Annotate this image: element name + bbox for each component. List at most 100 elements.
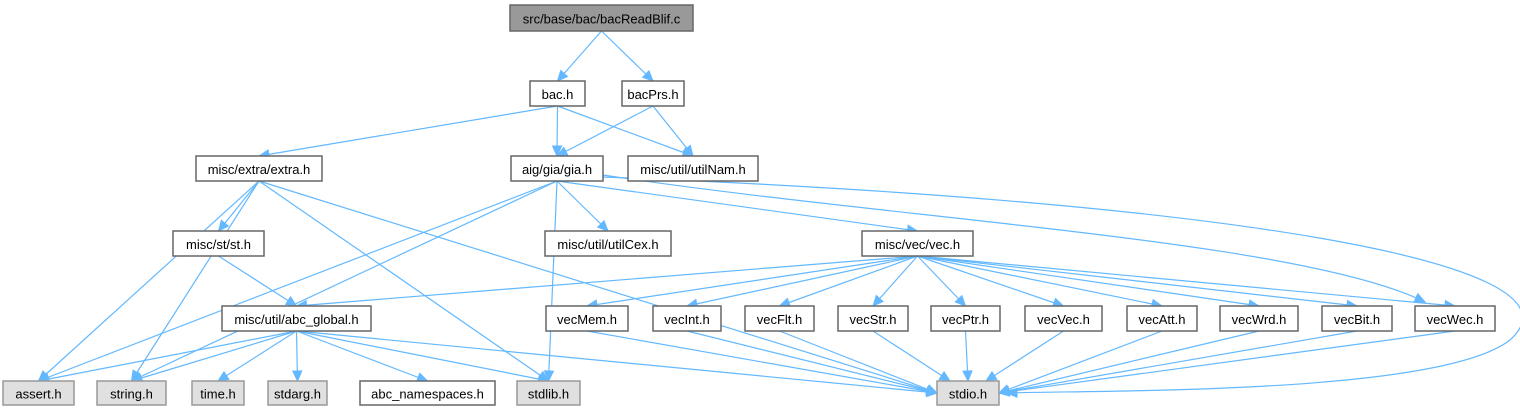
arrowhead-bacPrs-to-utilNam — [682, 144, 694, 157]
node-abc_namespaces[interactable]: abc_namespaces.h — [359, 380, 496, 406]
node-utilNam[interactable]: misc/util/utilNam.h — [627, 155, 759, 182]
arrowhead-vecFlt-to-stdio — [925, 384, 939, 395]
edge-vec-to-vecMem — [586, 255, 918, 307]
node-label-vecBit: vecBit.h — [1334, 312, 1380, 327]
node-vec[interactable]: misc/vec/vec.h — [861, 230, 974, 257]
node-box-utilCex[interactable] — [544, 230, 672, 257]
node-box-bac[interactable] — [529, 80, 586, 107]
node-box-vec[interactable] — [861, 230, 974, 257]
edge-vec-to-vecVec — [917, 255, 1064, 307]
node-vecWec[interactable]: vecWec.h — [1414, 305, 1496, 332]
edge-vec-to-vecPtr — [917, 255, 966, 307]
node-box-vecWec[interactable] — [1414, 305, 1496, 332]
node-box-abc_namespaces[interactable] — [359, 380, 496, 406]
edge-extra-to-stdio — [258, 180, 938, 394]
node-abc_global[interactable]: misc/util/abc_global.h — [221, 305, 372, 332]
node-box-utilNam[interactable] — [627, 155, 759, 182]
node-box-extra[interactable] — [195, 155, 323, 182]
arrowhead-gia-to-vecWec — [1413, 292, 1427, 303]
node-box-root[interactable] — [509, 4, 694, 32]
edge-abc_global-to-assert — [38, 330, 297, 382]
node-vecBit[interactable]: vecBit.h — [1321, 305, 1393, 332]
node-box-vecBit[interactable] — [1321, 305, 1393, 332]
node-label-extra: misc/extra/extra.h — [208, 162, 311, 177]
arrowhead-abc_global-to-stdarg — [292, 370, 303, 383]
node-label-vec: misc/vec/vec.h — [875, 237, 960, 252]
node-bac[interactable]: bac.h — [529, 80, 586, 107]
node-box-bacPrs[interactable] — [621, 80, 685, 107]
edge-vecBit-to-stdio — [998, 330, 1358, 394]
node-label-string: string.h — [110, 387, 153, 402]
edge-abc_global-to-abc_namespaces — [296, 330, 428, 382]
edge-gia-to-vec — [556, 180, 918, 232]
node-box-vecPtr[interactable] — [930, 305, 1001, 332]
node-string[interactable]: string.h — [96, 380, 167, 406]
node-gia[interactable]: aig/gia/gia.h — [510, 155, 604, 182]
node-st[interactable]: misc/st/st.h — [172, 230, 265, 257]
edge-bacPrs-to-gia — [556, 105, 654, 157]
node-label-stdio: stdio.h — [949, 387, 987, 402]
arrowhead-st-to-abc_global — [284, 295, 298, 307]
arrowhead-vecStr-to-stdio — [938, 370, 952, 382]
node-utilCex[interactable]: misc/util/utilCex.h — [544, 230, 672, 257]
node-box-assert[interactable] — [2, 380, 75, 406]
node-bacPrs[interactable]: bacPrs.h — [621, 80, 685, 107]
arrowhead-vec-to-vecPtr — [954, 294, 967, 307]
node-box-time[interactable] — [191, 380, 245, 406]
edge-bac-to-extra — [258, 105, 558, 157]
edge-vecFlt-to-stdio — [779, 330, 938, 394]
node-vecFlt[interactable]: vecFlt.h — [744, 305, 815, 332]
arrowhead-root-to-bacPrs — [641, 69, 654, 82]
node-root[interactable]: src/base/bac/bacReadBlif.c — [509, 4, 694, 32]
node-box-vecFlt[interactable] — [744, 305, 815, 332]
edge-vec-to-vecFlt — [779, 255, 918, 307]
node-stdio[interactable]: stdio.h — [936, 380, 1000, 406]
edge-vecWec-to-stdio — [998, 330, 1456, 394]
node-vecAtt[interactable]: vecAtt.h — [1126, 305, 1198, 332]
node-vecMem[interactable]: vecMem.h — [545, 305, 629, 332]
node-label-vecWrd: vecWrd.h — [1232, 312, 1287, 327]
node-label-vecMem: vecMem.h — [557, 312, 617, 327]
node-box-abc_global[interactable] — [221, 305, 372, 332]
edge-vecAtt-to-stdio — [998, 330, 1163, 394]
edge-vec-to-abc_global — [296, 255, 918, 307]
arrowhead-vecPtr-to-stdio — [962, 370, 973, 383]
node-box-string[interactable] — [96, 380, 167, 406]
node-box-vecMem[interactable] — [545, 305, 629, 332]
edge-vecInt-to-stdio — [686, 330, 938, 394]
edge-gia-to-stdio — [602, 176, 1520, 394]
node-vecPtr[interactable]: vecPtr.h — [930, 305, 1001, 332]
node-box-vecAtt[interactable] — [1126, 305, 1198, 332]
edge-gia-to-utilCex — [556, 180, 609, 232]
edge-vec-to-vecInt — [686, 255, 918, 307]
node-box-st[interactable] — [172, 230, 265, 257]
node-stdarg[interactable]: stdarg.h — [267, 380, 328, 406]
node-box-gia[interactable] — [510, 155, 604, 182]
node-box-vecWrd[interactable] — [1219, 305, 1299, 332]
edge-vecVec-to-stdio — [985, 330, 1064, 382]
edge-vec-to-vecWrd — [917, 255, 1260, 307]
node-assert[interactable]: assert.h — [2, 380, 75, 406]
node-box-stdio[interactable] — [936, 380, 1000, 406]
node-vecVec[interactable]: vecVec.h — [1024, 305, 1103, 332]
edge-vecMem-to-stdio — [586, 330, 938, 394]
node-box-vecVec[interactable] — [1024, 305, 1103, 332]
edge-bacPrs-to-utilNam — [652, 105, 694, 157]
edge-abc_global-to-stdlib — [296, 330, 549, 382]
node-vecInt[interactable]: vecInt.h — [652, 305, 722, 332]
edge-vecWrd-to-stdio — [998, 330, 1260, 394]
node-stdlib[interactable]: stdlib.h — [516, 380, 581, 406]
node-vecWrd[interactable]: vecWrd.h — [1219, 305, 1299, 332]
node-time[interactable]: time.h — [191, 380, 245, 406]
node-box-vecStr[interactable] — [837, 305, 909, 332]
node-label-bac: bac.h — [542, 87, 574, 102]
node-box-vecInt[interactable] — [652, 305, 722, 332]
node-label-stdarg: stdarg.h — [274, 387, 321, 402]
edge-vec-to-vecBit — [917, 255, 1358, 307]
node-extra[interactable]: misc/extra/extra.h — [195, 155, 323, 182]
node-box-stdarg[interactable] — [267, 380, 328, 406]
node-label-time: time.h — [200, 387, 235, 402]
edge-vec-to-vecStr — [872, 255, 918, 307]
node-vecStr[interactable]: vecStr.h — [837, 305, 909, 332]
node-box-stdlib[interactable] — [516, 380, 581, 406]
